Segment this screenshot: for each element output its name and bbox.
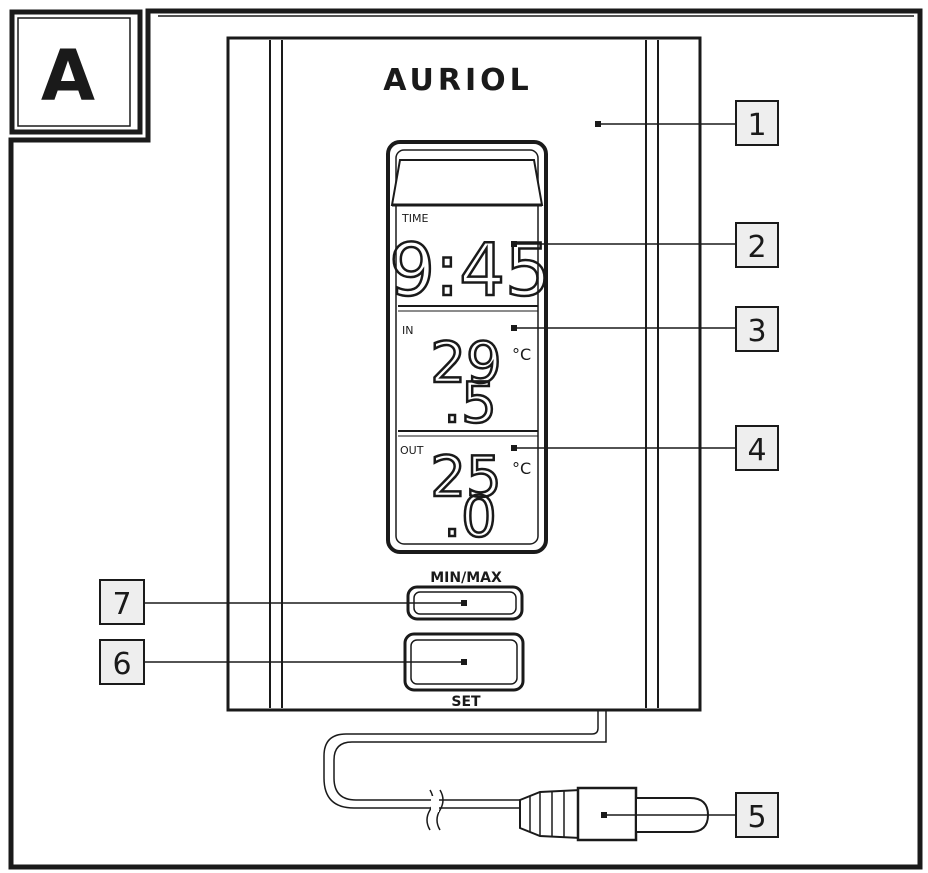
out-temp-main: 25: [430, 445, 501, 510]
sensor-cable: [323, 710, 599, 809]
panel-letter: A: [41, 35, 95, 117]
callout-1: 1: [735, 100, 779, 146]
callout-3: 3: [735, 306, 779, 352]
callout-4: 4: [735, 425, 779, 471]
sensor-sleeve: [519, 788, 581, 840]
in-label: IN: [402, 324, 413, 337]
time-label: TIME: [401, 212, 428, 225]
out-label: OUT: [400, 444, 424, 457]
brand-logo: AURIOL: [383, 63, 533, 98]
callout-2: 2: [735, 222, 779, 268]
svg-text:3: 3: [747, 314, 766, 349]
svg-text:6: 6: [112, 647, 131, 682]
in-temp-main: 29: [430, 331, 501, 396]
callout-5: 5: [735, 792, 779, 838]
in-temp-decimal: .5: [443, 371, 496, 436]
minmax-label: MIN/MAX: [430, 570, 502, 586]
callout-7: 7: [99, 579, 145, 625]
set-label: SET: [451, 694, 481, 710]
out-temp-decimal: .0: [443, 485, 496, 550]
outer-frame: [8, 8, 923, 870]
svg-text:4: 4: [747, 433, 766, 468]
lcd-housing: [386, 140, 548, 554]
callout-6: 6: [99, 639, 145, 685]
panel-letter-box: [9, 9, 143, 135]
display-top-cap: [390, 159, 544, 206]
svg-text:7: 7: [112, 587, 131, 622]
out-temp-unit: °C: [512, 459, 531, 478]
svg-text:5: 5: [747, 800, 766, 835]
in-temp-unit: °C: [512, 345, 531, 364]
svg-text:1: 1: [747, 108, 766, 143]
time-value: 9:45: [389, 228, 551, 312]
svg-text:2: 2: [747, 230, 766, 265]
